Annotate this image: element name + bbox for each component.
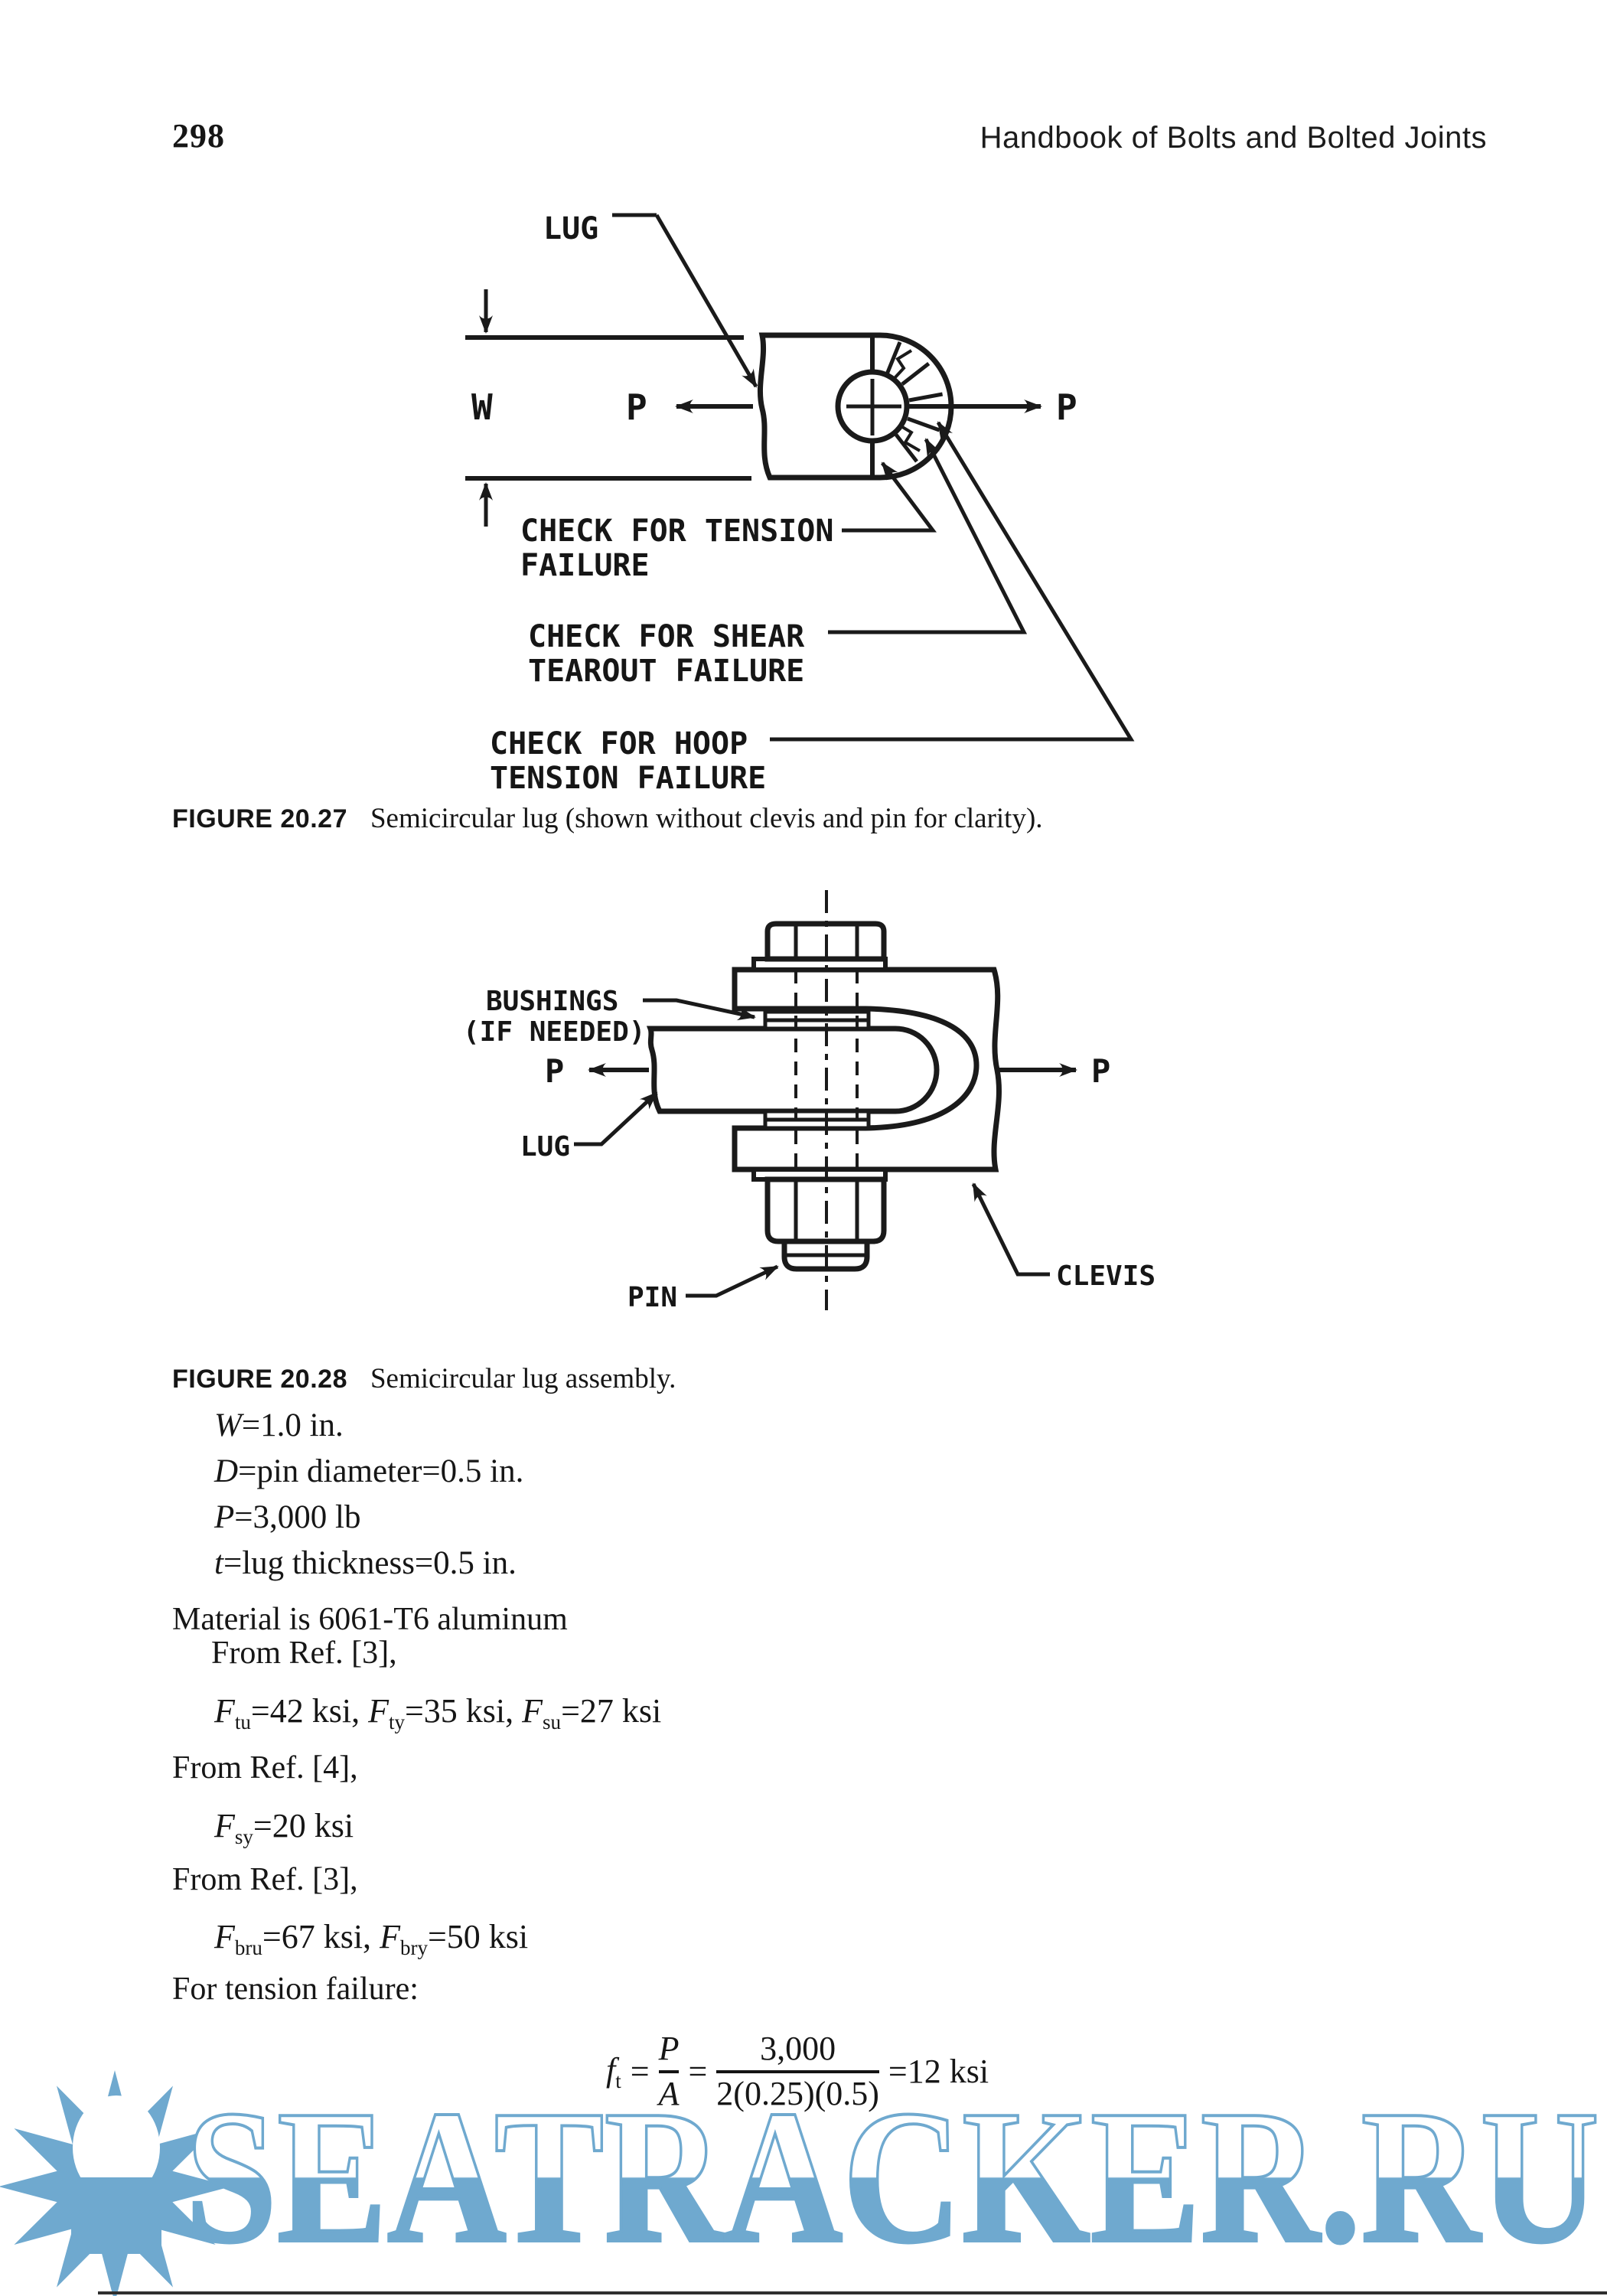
sun-burst-icon (0, 2070, 231, 2296)
watermark-layer: SEATRACKER.RU (0, 2069, 1601, 2296)
material-line: Material is 6061-T6 aluminum (172, 1602, 568, 1637)
pin-leader (686, 1264, 779, 1298)
sun-dome (73, 2095, 160, 2200)
bushings-label-2: (IF NEEDED) (463, 1016, 645, 1048)
eq-sign-1: = (630, 2053, 650, 2091)
sun-body (71, 2177, 161, 2254)
from-ref-3a: From Ref. [3], (211, 1636, 397, 1671)
lug2-leader (574, 1091, 658, 1146)
lug-label: LUG (543, 211, 598, 246)
check-hoop-label-2: TENSION FAILURE (490, 761, 766, 796)
running-title: Handbook of Bolts and Bolted Joints (980, 121, 1487, 155)
load-right-label: P (1056, 386, 1077, 428)
bushings-leader (643, 998, 756, 1021)
figure1-caption-label: FIGURE 20.27 (172, 804, 347, 833)
radial-zone-lines (885, 341, 944, 463)
ftu-line: Ftu=42 ksi, Fty=35 ksi, Fsu=27 ksi (214, 1692, 662, 1733)
load-left-label: P (626, 386, 647, 428)
clevis-leader (971, 1182, 1050, 1277)
figure-lug-assembly: BUSHINGS (IF NEEDED) P P LUG PIN CLEVIS (463, 890, 1156, 1313)
lug2-label: LUG (520, 1131, 570, 1163)
eq-result: =12 ksi (888, 2053, 989, 2091)
given-line: W=1.0 in. (214, 1407, 344, 1443)
clevis-label: CLEVIS (1056, 1261, 1156, 1292)
fsy-line: Fsy=20 ksi (214, 1807, 354, 1848)
lug2-outline (646, 1026, 940, 1114)
given-line: P=3,000 lb (214, 1499, 361, 1535)
bushings (763, 1009, 871, 1130)
check-shear-label-1: CHECK FOR SHEAR (528, 619, 805, 654)
check-shear-label-2: TEAROUT FAILURE (528, 654, 804, 689)
watermark-text: SEATRACKER.RU (185, 2071, 1599, 2283)
given-values: W=1.0 in. D=pin diameter=0.5 in. P=3,000… (214, 1403, 523, 1587)
check-hoop-label-1: CHECK FOR HOOP (490, 726, 748, 762)
load2-left-label: P (545, 1052, 564, 1090)
eq-frac-pa: P A (658, 2030, 680, 2112)
page-number: 298 (172, 117, 225, 155)
pin-label: PIN (627, 1282, 677, 1313)
lug-leader (654, 214, 758, 388)
figure2-caption: FIGURE 20.28 Semicircular lug assembly. (172, 1362, 676, 1395)
bushings-label-1: BUSHINGS (486, 986, 618, 1017)
check-tension-label-2: FAILURE (520, 548, 650, 583)
clevis-outline (732, 967, 1002, 1172)
figure2-caption-label: FIGURE 20.28 (172, 1365, 347, 1394)
tension-equation: ft = P A = 3,000 2(0.25)(0.5) =12 ksi (606, 2030, 989, 2113)
from-ref-4: From Ref. [4], (172, 1750, 358, 1786)
eq-frac-values: 3,000 2(0.25)(0.5) (716, 2030, 879, 2112)
figure-semicircular-lug: LUG W P P CHECK FOR TENSION FAILURE CHEC… (465, 211, 1135, 796)
shear-leader (828, 438, 1028, 634)
eq-sign-2: = (688, 2053, 708, 2091)
given-line: t=lug thickness=0.5 in. (214, 1545, 517, 1581)
load2-right-label: P (1091, 1052, 1110, 1090)
given-line: D=pin diameter=0.5 in. (214, 1453, 524, 1489)
from-ref-3b: From Ref. [3], (172, 1862, 358, 1897)
check-tension-label-1: CHECK FOR TENSION (520, 514, 833, 549)
hoop-leader (770, 421, 1135, 742)
width-dim-label: W (471, 386, 493, 428)
scan-edge-line (98, 2291, 1607, 2294)
figure1-caption: FIGURE 20.27 Semicircular lug (shown with… (172, 802, 1043, 835)
eq-lhs: ft (606, 2050, 621, 2092)
tension-leader (842, 461, 937, 533)
figure2-caption-text: Semicircular lug assembly. (370, 1363, 676, 1394)
figure1-caption-text: Semicircular lug (shown without clevis a… (370, 803, 1043, 834)
pin-hidden-lines (794, 970, 859, 1169)
fbru-line: Fbru=67 ksi, Fbry=50 ksi (214, 1918, 529, 1959)
tension-heading: For tension failure: (172, 1971, 419, 2007)
